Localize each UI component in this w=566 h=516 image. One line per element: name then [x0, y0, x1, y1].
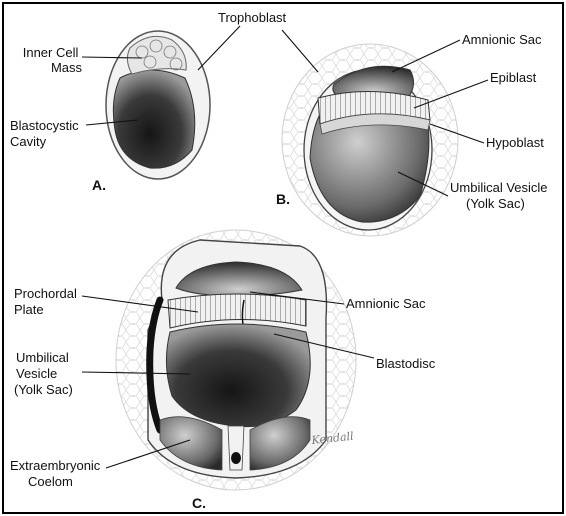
umbilical-vesicle-c-shape [166, 324, 310, 427]
label-epiblast: Epiblast [490, 70, 537, 85]
panel-a-blastocyst [106, 31, 210, 179]
panel-label-a: A. [92, 177, 106, 193]
label-trophoblast: Trophoblast [218, 10, 287, 25]
label-extraembryonic-coelom: Extraembryonic Coelom [10, 458, 104, 489]
blastocystic-cavity-shape [113, 70, 194, 168]
label-hypoblast: Hypoblast [486, 135, 544, 150]
label-amnionic-sac-c: Amnionic Sac [346, 296, 426, 311]
panel-label-b: B. [276, 191, 290, 207]
label-inner-cell-mass: Inner Cell Mass [23, 45, 83, 75]
label-blastodisc: Blastodisc [376, 356, 436, 371]
panel-b-bilaminar-disc [282, 44, 458, 236]
stalk-vessel [231, 452, 241, 464]
label-blastocystic-cavity: Blastocystic Cavity [10, 118, 82, 149]
panel-label-c: C. [192, 495, 206, 511]
label-amnionic-sac-b: Amnionic Sac [462, 32, 542, 47]
label-umbilical-vesicle-b: Umbilical Vesicle (Yolk Sac) [450, 180, 551, 211]
label-prochordal-plate: Prochordal Plate [14, 286, 81, 317]
label-umbilical-vesicle-c: Umbilical Vesicle (Yolk Sac) [14, 350, 73, 397]
panel-c-embryo [116, 230, 356, 490]
